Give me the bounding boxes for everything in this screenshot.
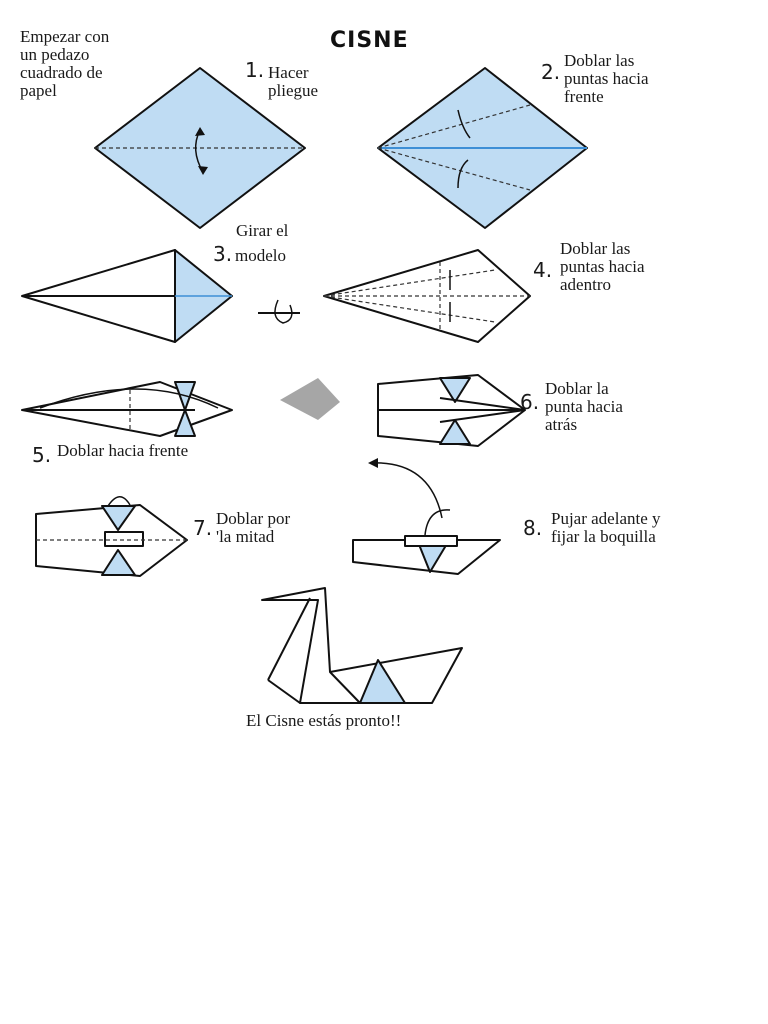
next-arrow <box>280 378 340 420</box>
step-6-label: Doblar la punta hacia atrás <box>545 379 623 434</box>
step-6-number: 6. <box>520 390 540 414</box>
step-8-diagram <box>352 458 501 575</box>
step-3-pre-label: Girar el <box>236 221 289 240</box>
step-1-number: 1. <box>245 58 265 82</box>
step-4-diagram <box>323 249 531 343</box>
step-7-label: Doblar por 'la mitad <box>216 509 291 546</box>
step-3-number: 3. <box>213 242 233 266</box>
step-8-label: Pujar adelante y fijar la boquilla <box>551 509 661 546</box>
step-2-diagram <box>377 67 588 229</box>
step-2-number: 2. <box>541 60 561 84</box>
step-7-diagram <box>35 496 188 577</box>
intro-label: Empezar con un pedazo cuadrado de papel <box>20 27 110 100</box>
step-6-diagram <box>377 374 526 447</box>
step-3-label: modelo <box>235 246 286 265</box>
step-5-number: 5. <box>32 443 52 467</box>
step-1-label: Hacer pliegue <box>268 63 319 100</box>
step-2-label: Doblar las puntas hacia frente <box>564 51 649 106</box>
final-swan-diagram <box>261 587 463 704</box>
diagram-title: CISNE <box>330 28 409 53</box>
step-8-number: 8. <box>523 516 543 540</box>
final-label: El Cisne estás pronto!! <box>246 711 402 730</box>
step-5-label: Doblar hacia frente <box>57 441 189 460</box>
step-4-number: 4. <box>533 258 553 282</box>
step-5-diagram <box>21 381 233 437</box>
step-3-diagram <box>21 249 233 343</box>
step-1-diagram <box>94 67 306 229</box>
step-4-label: Doblar las puntas hacia adentro <box>560 239 645 294</box>
step-7-number: 7. <box>193 516 213 540</box>
rotate-symbol <box>258 299 300 324</box>
